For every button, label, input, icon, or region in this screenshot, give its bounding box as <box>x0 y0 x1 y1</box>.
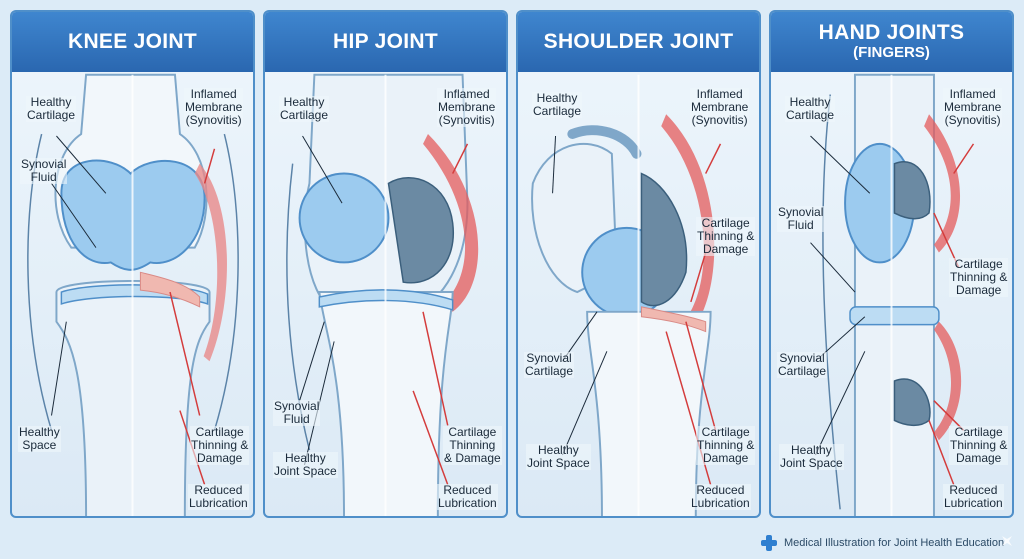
panel-header: HIP JOINT <box>265 12 506 72</box>
panel-title: HAND JOINTS <box>818 21 965 44</box>
panel-hip-joint: HIP JOINT Healthy Cartilage Inflamed Mem… <box>263 10 508 518</box>
hand-joints-illustration <box>810 73 975 516</box>
label-inflamed-membrane: Inflamed Membrane (Synovitis) <box>437 87 497 127</box>
label-synovial-fluid: Synovial Fluid <box>777 205 825 232</box>
knee-joint-illustration <box>27 73 239 516</box>
panel-title: SHOULDER JOINT <box>543 30 734 53</box>
label-cartilage-damage: Cartilage Thinning & Damage <box>190 425 250 465</box>
label-cartilage-damage-mid: Cartilage Thinning & Damage <box>696 216 756 256</box>
panel-knee-joint: KNEE JOINT Healthy C <box>10 10 255 518</box>
footer-text: Medical Illustration for Joint Health Ed… <box>784 537 1005 549</box>
panel-header: KNEE JOINT <box>12 12 253 72</box>
label-cartilage-damage: Cartilage Thinning & Damage <box>949 425 1009 465</box>
panel-title: HIP JOINT <box>332 30 438 53</box>
panel-header: HAND JOINTS (FINGERS) <box>771 12 1012 72</box>
label-synovial-fluid: Synovial Fluid <box>20 157 68 184</box>
label-healthy-cartilage: Healthy Cartilage <box>532 91 583 118</box>
label-cartilage-damage-mid: Cartilage Thinning & Damage <box>949 257 1009 297</box>
label-synovial-cartilage: Synovial Cartilage <box>524 351 575 378</box>
panel-title: KNEE JOINT <box>67 30 198 53</box>
label-inflamed-membrane: Inflamed Membrane (Synovitis) <box>943 87 1003 127</box>
label-cartilage-damage: Cartilage Thinning & Damage <box>696 425 756 465</box>
label-healthy-space: Healthy Space <box>18 425 61 452</box>
label-synovial-cartilage: Synovial Cartilage <box>777 351 828 378</box>
label-healthy-cartilage: Healthy Cartilage <box>26 95 77 122</box>
footer: Medical Illustration for Joint Health Ed… <box>760 533 1004 553</box>
label-reduced-lubrication: Reduced Lubrication <box>188 483 249 510</box>
label-cartilage-damage: Cartilage Thinning & Damage <box>443 425 502 465</box>
panel-hand-joints: HAND JOINTS (FINGERS) Healthy Cartilage … <box>769 10 1014 518</box>
label-healthy-joint-space: Healthy Joint Space <box>526 443 591 470</box>
label-healthy-joint-space: Healthy Joint Space <box>273 451 338 478</box>
label-reduced-lubrication: Reduced Lubrication <box>437 483 498 510</box>
panel-shoulder-joint: SHOULDER JOINT Healthy Cartilage Inflame… <box>516 10 761 518</box>
label-healthy-joint-space: Healthy Joint Space <box>779 443 844 470</box>
panel-header: SHOULDER JOINT <box>518 12 759 72</box>
label-reduced-lubrication: Reduced Lubrication <box>690 483 751 510</box>
panel-subtitle: (FINGERS) <box>853 44 930 61</box>
label-synovial-fluid: Synovial Fluid <box>273 399 321 426</box>
shoulder-joint-illustration <box>531 74 722 516</box>
label-inflamed-membrane: Inflamed Membrane (Synovitis) <box>184 87 244 127</box>
label-inflamed-membrane: Inflamed Membrane (Synovitis) <box>690 87 750 127</box>
label-reduced-lubrication: Reduced Lubrication <box>943 483 1004 510</box>
medical-cross-icon <box>760 534 778 552</box>
label-healthy-cartilage: Healthy Cartilage <box>785 95 836 122</box>
label-healthy-cartilage: Healthy Cartilage <box>279 95 330 122</box>
joint-panels: KNEE JOINT Healthy C <box>10 10 1014 518</box>
hip-joint-illustration <box>286 73 479 516</box>
